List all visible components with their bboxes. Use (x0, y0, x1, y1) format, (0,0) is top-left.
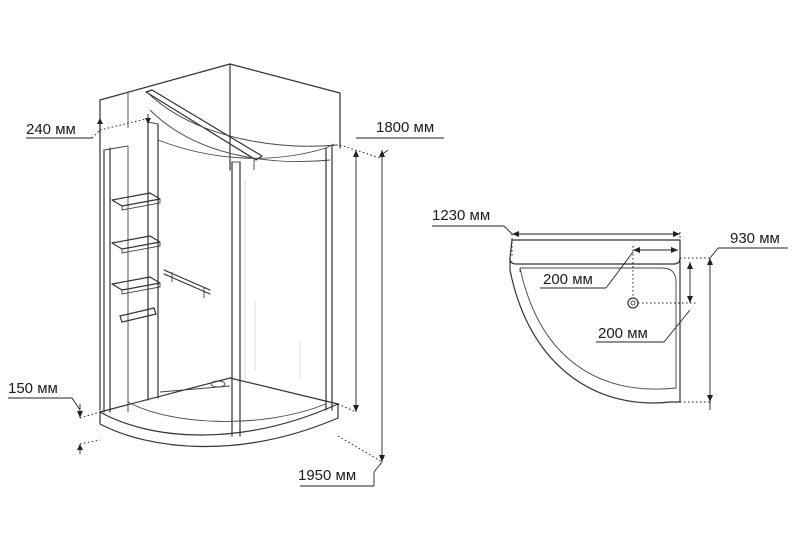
door-handle (163, 269, 211, 298)
label-tray-height: 150 мм (8, 380, 58, 397)
label-cabin-height: 1800 мм (376, 119, 434, 136)
dim-drain-y: 200 мм (596, 262, 696, 343)
glass-top-edge (157, 139, 327, 159)
tray-outline (509, 239, 681, 404)
cabin-drain-icon (210, 380, 226, 388)
door-profile (231, 161, 241, 437)
drain-icon (627, 297, 639, 309)
shelf-top (111, 192, 161, 211)
label-tray-width: 1230 мм (432, 207, 490, 224)
label-drain-offset-x: 200 мм (543, 271, 593, 288)
left-profile (103, 145, 129, 413)
shower-cabin-drawing: 240 мм 1800 мм 150 мм (8, 63, 444, 487)
dim-total-height: 1950 мм (298, 150, 385, 487)
glass-reflections (244, 180, 301, 380)
label-tray-depth: 930 мм (730, 230, 780, 247)
towel-rail (119, 307, 157, 323)
wall-panels (99, 63, 341, 411)
shelf-bottom (111, 276, 161, 295)
dim-cabin-height: 1800 мм (337, 119, 444, 413)
label-drain-offset-y: 200 мм (598, 325, 648, 342)
dim-tray-depth: 930 мм (676, 230, 788, 410)
dim-tray-height: 150 мм (8, 380, 101, 454)
shower-tray (99, 377, 339, 448)
shelf-middle (111, 235, 161, 254)
shelf-panel (147, 121, 159, 401)
label-total-height: 1950 мм (298, 467, 356, 484)
tray-plan-drawing: 1230 мм 930 мм 200 мм (432, 207, 788, 410)
dim-drain-x: 200 мм (540, 246, 678, 298)
tray-drain (627, 297, 639, 309)
dim-tray-width: 1230 мм (432, 207, 681, 256)
label-shelf-depth: 240 мм (26, 121, 76, 138)
right-profile (325, 143, 335, 411)
dim-shelf-depth: 240 мм (26, 114, 151, 139)
top-rail-bar (145, 89, 339, 170)
